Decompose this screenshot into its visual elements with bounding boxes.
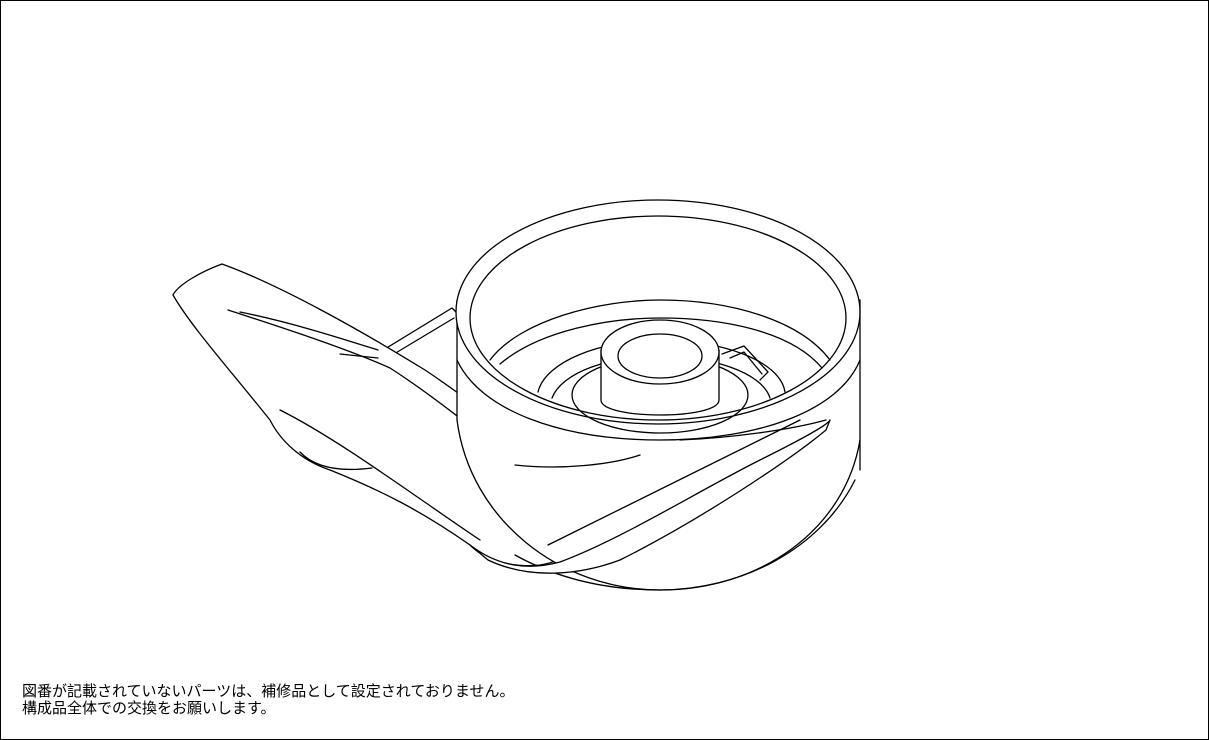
pulley-cup	[455, 199, 861, 591]
lever-arm-front	[469, 419, 831, 574]
part-drawing	[172, 199, 861, 591]
note-line-2: 構成品全体での交換をお願いします。	[22, 699, 276, 717]
note-line-1: 図番が記載されていないパーツは、補修品として設定されておりません。	[22, 682, 515, 700]
notes: 図番が記載されていないパーツは、補修品として設定されておりません。 構成品全体で…	[22, 683, 514, 717]
